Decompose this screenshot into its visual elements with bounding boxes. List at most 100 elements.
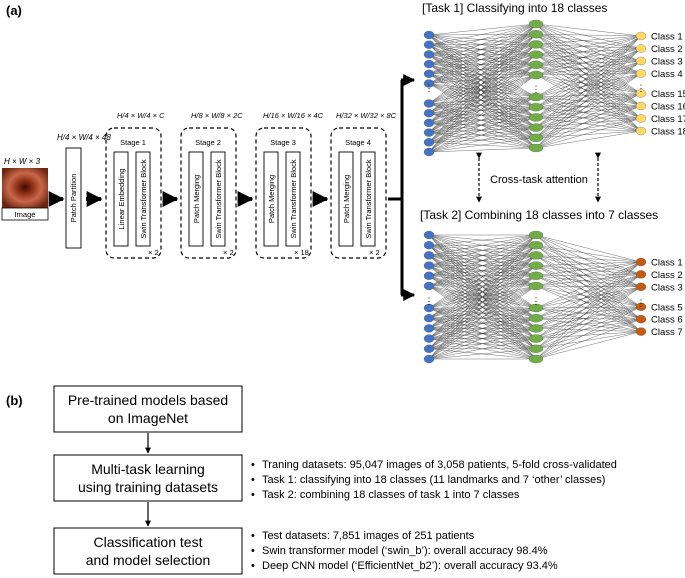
network-connection xyxy=(535,234,642,320)
network-connection xyxy=(428,34,537,55)
task2-title: [Task 2] Combining 18 classes into 7 cla… xyxy=(420,208,658,222)
network-connection xyxy=(428,34,537,149)
input-node xyxy=(423,324,435,333)
hidden-node xyxy=(528,40,544,49)
network-connection xyxy=(428,96,537,104)
stage-1-title: Stage 1 xyxy=(120,138,146,147)
network-connection xyxy=(428,74,537,153)
network-connection xyxy=(535,286,642,339)
network-connection xyxy=(428,117,537,153)
network-connection xyxy=(535,96,642,107)
stage-1-block-1 xyxy=(113,151,129,247)
network-connection xyxy=(428,74,537,84)
network-connection xyxy=(428,234,537,266)
network-connection xyxy=(428,54,537,74)
stage-2-block-1 xyxy=(188,151,204,247)
patch-partition-box xyxy=(65,147,82,249)
input-node xyxy=(423,50,435,59)
network-connection xyxy=(428,44,537,55)
patch-dims-label: H/4 × W/4 × 48 xyxy=(57,133,111,142)
task2-output-node xyxy=(635,315,647,324)
network-connection xyxy=(428,265,537,360)
network-connection xyxy=(535,73,642,138)
network-connection xyxy=(428,34,537,65)
network-connection xyxy=(428,122,537,138)
network-connection xyxy=(428,34,537,55)
network-connection xyxy=(428,73,537,98)
hidden-node xyxy=(528,303,544,313)
task2-class-label: Class 2 xyxy=(651,270,683,281)
stage-4-block-1-label: Patch Merging xyxy=(342,175,351,223)
network-connection xyxy=(428,107,537,124)
network-connection xyxy=(428,34,537,118)
input-node xyxy=(423,40,435,49)
network-connection xyxy=(535,118,642,128)
network-connection xyxy=(535,286,642,309)
network-connection xyxy=(428,107,537,153)
network-connection xyxy=(535,44,642,94)
input-node xyxy=(423,230,435,240)
network-connection xyxy=(428,96,537,143)
network-connection xyxy=(535,117,642,119)
network-connection xyxy=(535,73,642,128)
network-connection xyxy=(428,23,537,65)
network-connection xyxy=(428,234,537,349)
network-connection xyxy=(428,234,537,287)
hidden-node xyxy=(528,92,544,102)
network-connection xyxy=(428,34,537,108)
network-connection xyxy=(535,234,642,307)
input-node xyxy=(423,79,435,88)
network-connection xyxy=(535,96,642,119)
network-connection xyxy=(535,23,642,49)
network-connection xyxy=(428,307,537,319)
hidden-node xyxy=(528,261,544,270)
network-connection xyxy=(428,63,537,149)
network-connection xyxy=(535,261,642,349)
hidden-node xyxy=(528,113,544,122)
stage-1-dims: H/4 × W/4 × C xyxy=(117,111,165,120)
hidden-node xyxy=(528,133,544,142)
network-connection xyxy=(428,234,537,339)
flow-box-classification-line2: and model selection xyxy=(86,552,211,568)
network-connection xyxy=(428,74,537,143)
network-connection xyxy=(428,34,537,45)
hidden-node xyxy=(528,324,544,333)
network-connection xyxy=(535,73,642,118)
network-connection xyxy=(428,275,537,360)
network-connection xyxy=(428,23,537,36)
network-connection xyxy=(535,105,642,128)
bullet-dot: • xyxy=(251,560,255,572)
network-connection xyxy=(428,234,537,360)
network-connection xyxy=(428,83,537,138)
task1-title: [Task 1] Classifying into 18 classes xyxy=(422,1,607,15)
task1-class-label: Class 2 xyxy=(651,44,683,55)
input-node xyxy=(423,147,435,157)
hidden-node xyxy=(528,271,544,280)
flow-box-classification xyxy=(53,527,243,575)
network-connection xyxy=(428,44,537,65)
bullet-dot: • xyxy=(251,459,255,471)
stage-4-dims: H/32 × W/32 × 8C xyxy=(336,111,397,120)
task1-class-label: Class 4 xyxy=(651,69,683,80)
stage-1-block-1-label: Linear Embedding xyxy=(117,169,126,230)
network-connection xyxy=(428,44,537,114)
hidden-node xyxy=(528,143,544,153)
network-connection xyxy=(428,23,537,133)
bullet-test-3: Deep CNN model (‘EfficientNet_b2’): over… xyxy=(262,560,558,572)
network-connection xyxy=(535,48,642,98)
network-connection xyxy=(428,137,537,143)
task2-output-node xyxy=(635,327,647,336)
hidden-node xyxy=(528,230,544,240)
network-connection xyxy=(428,96,537,153)
network-connection xyxy=(428,265,537,287)
network-connection xyxy=(428,63,537,138)
hidden-node xyxy=(528,241,544,250)
network-connection xyxy=(428,54,537,114)
network-connection xyxy=(428,122,537,128)
patch-partition-label: Patch Partition xyxy=(69,174,78,223)
network-connection xyxy=(535,48,642,138)
stage-2-block-2-label: Swin Transformer Block xyxy=(214,159,223,238)
network-connection xyxy=(535,60,642,98)
network-connection xyxy=(428,328,537,360)
